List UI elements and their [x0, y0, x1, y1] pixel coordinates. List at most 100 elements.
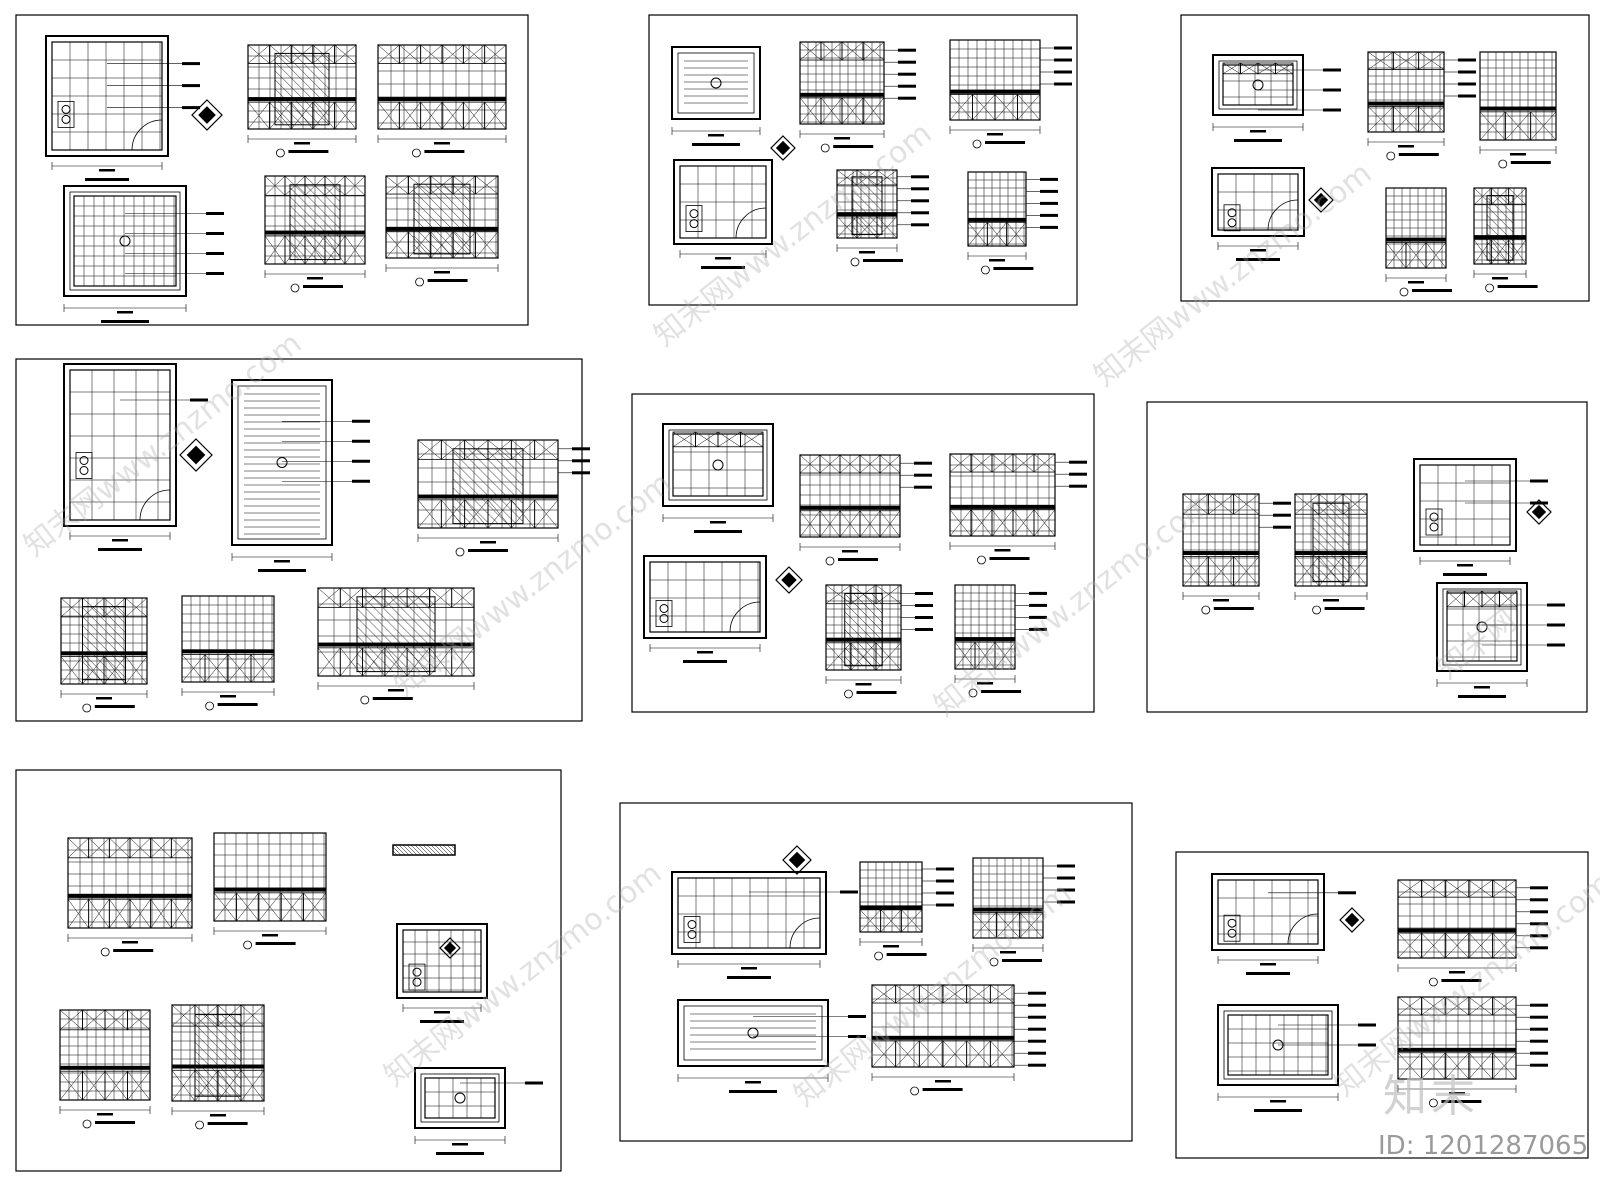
sheet-7	[15, 769, 562, 1172]
cabinet	[799, 97, 822, 125]
cabinet	[82, 1070, 106, 1101]
tile-grid	[799, 454, 901, 538]
cabinet	[484, 101, 507, 130]
dimension-line	[859, 938, 923, 948]
cabinet	[462, 101, 486, 130]
annotation-leaders	[922, 867, 954, 907]
cabinet	[1444, 996, 1470, 1016]
dimension-line	[1419, 557, 1511, 567]
tile-grid	[51, 41, 163, 151]
cabinet	[1233, 556, 1260, 587]
elevation-drawing	[213, 832, 327, 950]
cabinet	[250, 654, 275, 683]
hatch	[82, 606, 126, 681]
cabinet	[129, 898, 152, 929]
sheet-1	[15, 14, 529, 326]
annotation-leaders	[1026, 177, 1058, 229]
dimension-line	[385, 264, 499, 274]
tile-grid	[424, 1077, 496, 1119]
cabinet	[339, 587, 363, 608]
dimension-line	[264, 270, 366, 280]
cabinet	[895, 984, 920, 1004]
elevation-drawing	[871, 984, 1046, 1096]
floor-plan	[673, 159, 773, 269]
cabinet	[417, 439, 442, 460]
cabinet	[1182, 556, 1209, 587]
cabinet	[1033, 453, 1056, 473]
dimension-line	[63, 304, 187, 314]
cabinet	[862, 97, 885, 125]
dimension-line	[1397, 1085, 1517, 1095]
dimension-line	[949, 126, 1041, 136]
cabinet	[108, 837, 131, 859]
dimension-line	[825, 676, 902, 686]
dimension-line	[677, 1074, 829, 1084]
cabinet	[949, 509, 972, 537]
cabinet	[235, 892, 260, 922]
ceiling-plan	[662, 423, 774, 533]
cabinet	[333, 44, 357, 64]
tile-grid	[264, 175, 366, 265]
floor-plan	[1413, 458, 1548, 576]
cabinet	[213, 892, 237, 922]
dimension-line	[402, 1004, 482, 1014]
dimension-line	[69, 532, 171, 542]
dimension-line	[1217, 242, 1299, 252]
cabinet	[104, 1009, 128, 1031]
north-arrow-icon	[782, 845, 812, 875]
tile-grid	[1217, 879, 1319, 945]
ceiling-plan	[1212, 54, 1341, 142]
dimension-line	[231, 553, 333, 563]
annotation-leaders	[460, 1081, 543, 1085]
cabinet	[1473, 187, 1492, 206]
annotation-leaders	[1015, 591, 1047, 631]
cabinet	[475, 175, 499, 195]
cabinet	[994, 641, 1016, 670]
cabinet	[994, 94, 1018, 121]
cabinet	[451, 647, 475, 677]
dimension-line	[181, 688, 275, 698]
cabinet	[862, 41, 885, 61]
cabinet	[841, 97, 864, 125]
annotation-leaders	[1258, 68, 1341, 112]
floor-plan	[396, 923, 488, 1023]
cabinet	[475, 231, 499, 259]
elevation-drawing	[1397, 879, 1548, 987]
floor-plan	[643, 555, 767, 663]
tile-grid	[1419, 464, 1511, 546]
cabinet	[970, 453, 993, 473]
cabinet	[1444, 932, 1470, 959]
dimension-line	[414, 1136, 506, 1146]
sheet-border	[15, 358, 583, 722]
cabinet	[1392, 51, 1420, 71]
cabinet	[942, 1040, 968, 1068]
cabinet	[441, 44, 464, 64]
dimension-line	[677, 960, 821, 970]
dimension-line	[213, 927, 327, 937]
cabinet	[876, 169, 898, 186]
cabinet	[104, 1070, 128, 1101]
cabinet	[129, 837, 152, 859]
cabinet	[377, 44, 400, 64]
tile-grid	[213, 832, 327, 922]
hatch	[452, 448, 524, 525]
cabinet	[1492, 1052, 1517, 1080]
cabinet	[464, 439, 489, 460]
cabinet	[1318, 493, 1344, 515]
cabinet	[170, 898, 193, 929]
cabinet	[317, 587, 341, 608]
tile-grid	[679, 165, 767, 239]
cabinet	[1240, 62, 1259, 75]
annotation-leaders	[900, 461, 932, 489]
cabinet	[1367, 51, 1394, 71]
image-id-label: ID: 1201287065	[1378, 1131, 1589, 1161]
tile-grid	[836, 169, 898, 239]
cabinet	[344, 235, 366, 265]
dimension-line	[972, 944, 1044, 954]
cabinet	[1019, 912, 1044, 939]
floor-plan	[63, 363, 208, 551]
cabinet	[429, 587, 453, 608]
cabinet	[60, 597, 83, 618]
elevation-drawing	[317, 587, 475, 705]
